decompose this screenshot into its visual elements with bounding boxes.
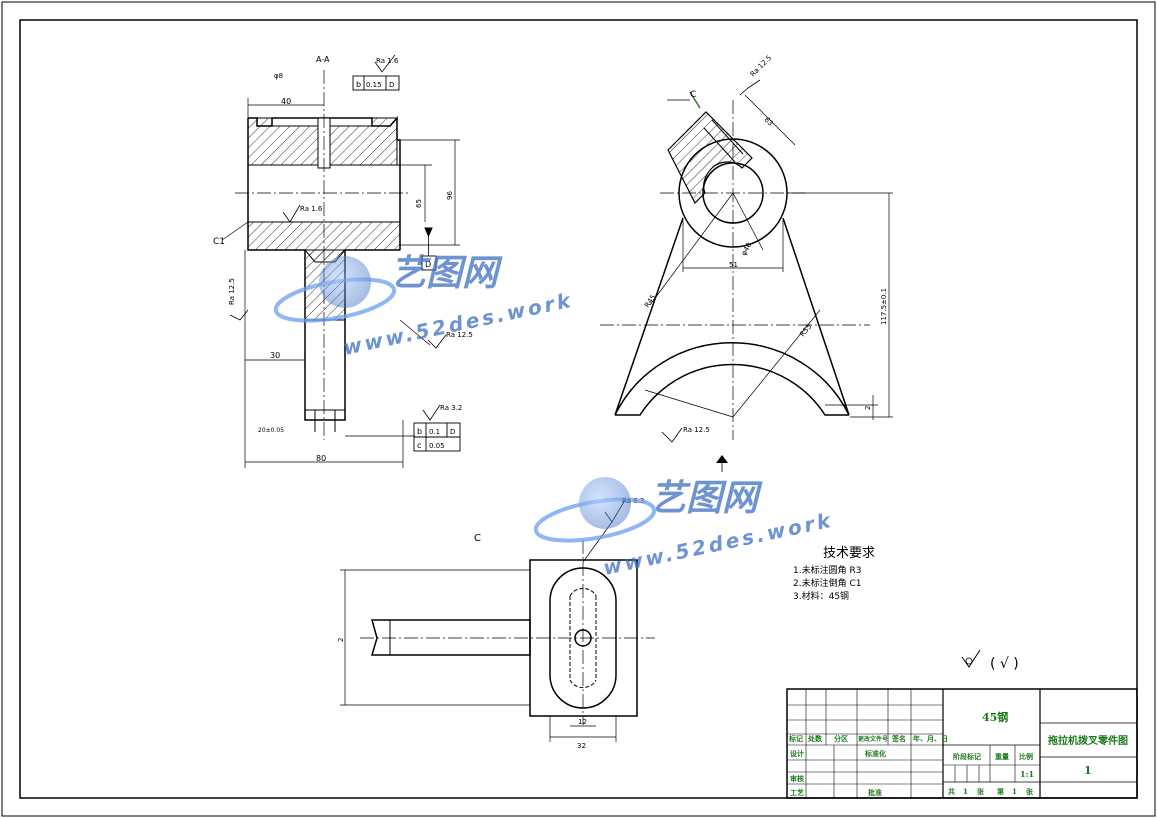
part-name: 拖拉机拨叉零件图: [1048, 734, 1128, 747]
header-sign: 签名: [891, 734, 906, 743]
roughness-6: Ra 12.5: [749, 54, 774, 79]
roughness-2: Ra 1.6: [300, 205, 323, 213]
roughness-5: Ra 3.2: [440, 404, 462, 412]
symbol-label: ( √ ): [990, 656, 1019, 672]
header-date: 年、月、日: [913, 734, 948, 743]
scale-label: 比例: [1019, 752, 1033, 761]
sheets-total: 1: [963, 787, 968, 796]
sheets-total-pre: 共: [948, 787, 955, 796]
watermark-globe-icon: [319, 256, 371, 308]
dim-40: 40: [281, 97, 291, 106]
stage-label: 阶段标记: [953, 752, 981, 761]
dim-65: 65: [415, 199, 423, 208]
tech-title: 技术要求: [823, 546, 875, 561]
datum-label: D: [425, 260, 431, 269]
sheet-no-post: 张: [1026, 787, 1034, 796]
drawing-number: 1: [1084, 764, 1092, 777]
scale-value: 1:1: [1020, 769, 1034, 779]
dim-117: 117.5±0.1: [880, 288, 888, 325]
view-c-label: C: [474, 533, 481, 544]
row-review: 审核: [790, 774, 804, 783]
dim-12: 12: [578, 718, 587, 726]
header-change-doc: 更改文件号: [858, 735, 888, 743]
view-c: [340, 499, 655, 742]
tol-top-datum: D: [389, 81, 394, 89]
roughness-1: Ra 1.6: [376, 57, 399, 65]
dim-63: 63: [763, 116, 775, 128]
tol-bot1-val: 0.1: [429, 428, 440, 436]
default-roughness-symbol: ( √ ): [961, 649, 1019, 672]
row-approve: 批准: [868, 788, 882, 797]
material-value: 45钢: [982, 710, 1008, 724]
dim-view-c-height: 2: [337, 638, 345, 642]
row-process: 工艺: [790, 788, 804, 797]
row-standard: 标准化: [864, 749, 886, 758]
tol-bot1-datum: D: [450, 428, 455, 436]
tech-item-3: 3.材料：45钢: [793, 590, 849, 602]
sheet-no: 1: [1012, 787, 1017, 796]
dim-phi8: φ8: [274, 72, 283, 80]
title-block-text: 45钢 拖拉机拨叉零件图 1 1:1 标记 处数 分区 更改文件号 签名 年、月…: [788, 710, 1128, 797]
watermark-url: www.52des.work: [341, 288, 575, 360]
tech-item-2: 2.未标注倒角 C1: [793, 577, 861, 589]
section-label: A-A: [316, 55, 330, 64]
watermark-brand: 艺图网: [650, 478, 763, 519]
dim-96: 96: [446, 191, 454, 200]
tol-bot2-val: 0.05: [429, 442, 445, 450]
dim-80: 80: [316, 454, 326, 463]
watermark-brand: 艺图网: [390, 253, 503, 294]
header-count: 处数: [807, 734, 823, 743]
tol-bot2-sym: c: [417, 441, 421, 450]
header-mark: 标记: [788, 734, 803, 743]
row-design: 设计: [790, 749, 804, 758]
inner-border: [19, 19, 1138, 799]
roughness-4: Ra 12.5: [446, 331, 473, 339]
chamfer-label: C1: [213, 237, 225, 247]
front-view-fork: [600, 79, 893, 472]
header-zone: 分区: [834, 734, 848, 743]
tech-item-1: 1.未标注圆角 R3: [793, 564, 861, 576]
roughness-3: Ra 12.5: [228, 278, 236, 305]
weight-label: 重量: [995, 752, 1009, 761]
arrow-c-label: C: [690, 90, 696, 100]
view-c-labels: C 2 12 32 Ra 6.3: [337, 497, 644, 750]
dim-r45: R45: [643, 293, 657, 309]
tol-bot1-sym: b: [417, 427, 422, 436]
roughness-7: Ra 12.5: [683, 426, 710, 434]
dim-30: 30: [270, 351, 280, 360]
sheet-no-pre: 第: [997, 787, 1004, 796]
watermark-globe-icon: [579, 477, 631, 529]
dim-32: 32: [577, 742, 586, 750]
technical-requirements: 技术要求 1.未标注圆角 R3 2.未标注倒角 C1 3.材料：45钢: [793, 546, 875, 602]
dim-51: 51: [729, 261, 738, 269]
watermark-2: 艺图网 www.52des.work: [533, 477, 835, 580]
tol-top-val: 0.15: [366, 81, 382, 89]
tol-top-sym: b: [356, 80, 361, 89]
small-note: 20±0.05: [258, 427, 284, 434]
sheets-total-post: 张: [977, 787, 985, 796]
title-block: [786, 688, 1138, 799]
section-view-labels: A-A 40 30 80 C1 20±0.05 φ8 96 65 Ra 1.6 …: [213, 55, 473, 463]
dim-2: 2: [864, 406, 872, 410]
